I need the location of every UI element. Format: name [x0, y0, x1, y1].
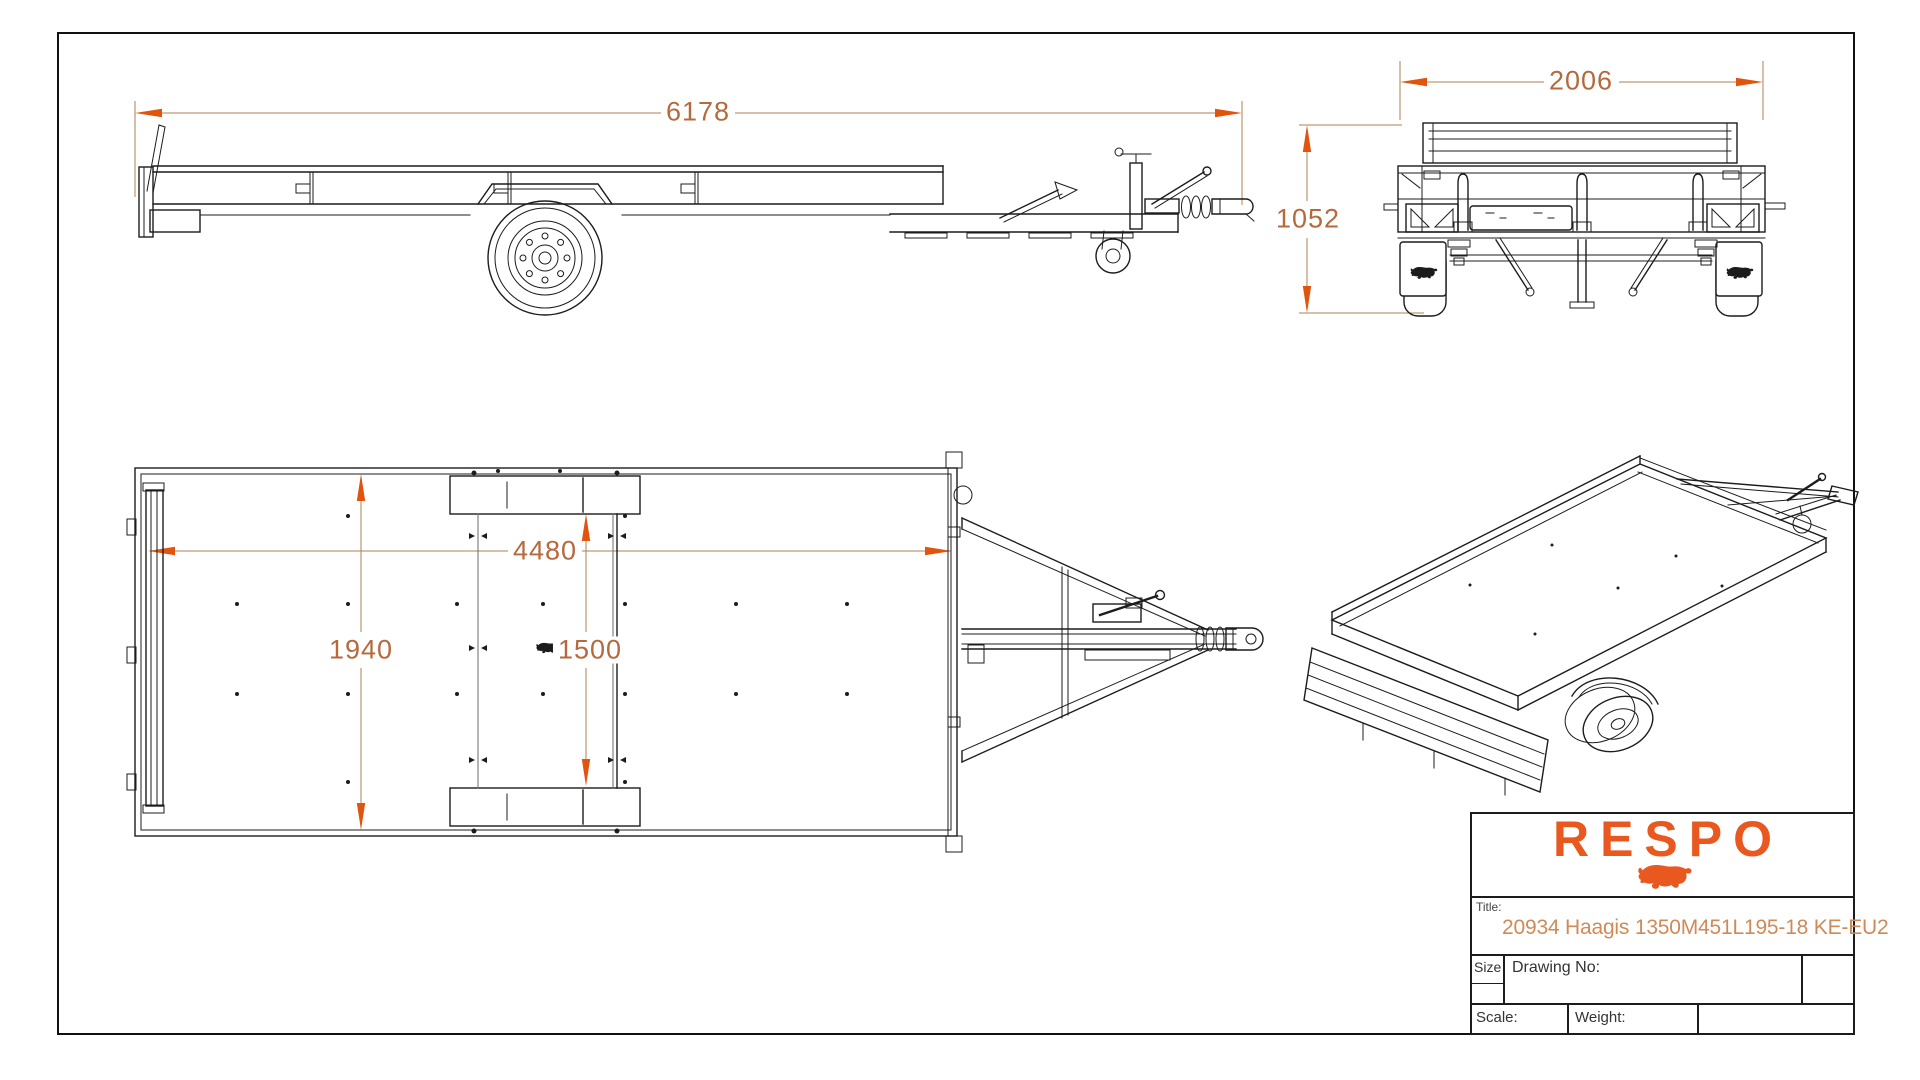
dimension-arrows	[135, 77, 1763, 830]
side-view	[138, 124, 1255, 316]
drawing-no-cell: Drawing No:	[1505, 956, 1803, 1003]
title-row: Title: 20934 Haagis 1350M451L195-18 KE-E…	[1472, 898, 1889, 956]
dimension-linework	[134, 61, 1764, 827]
scale-cell: Scale:	[1472, 1005, 1569, 1033]
top-view-fasteners	[235, 469, 849, 834]
title-block-mid-row: Size Drawing No:	[1472, 956, 1853, 1005]
dim-bed-inner-width: 1940	[323, 636, 399, 664]
revision-cell	[1803, 956, 1853, 1003]
bull-logo-icon	[1632, 863, 1694, 893]
size-cell: Size	[1472, 956, 1505, 1003]
title-block-bottom-row: Scale: Weight:	[1472, 1005, 1853, 1033]
title-block: RESPO Title: 20934 Haagis 1350M451L195-1…	[1470, 812, 1889, 1035]
dim-bed-inner-length: 4480	[507, 537, 583, 565]
drawing-title: 20934 Haagis 1350M451L195-18 KE-EU2	[1502, 915, 1889, 939]
isometric-deck-dots	[1468, 543, 1724, 636]
dim-overall-width: 2006	[1543, 67, 1619, 95]
respo-logo-text: RESPO	[1552, 811, 1784, 867]
dim-overall-height: 1052	[1270, 205, 1346, 233]
empty-cell	[1699, 1005, 1853, 1033]
top-view	[126, 451, 1264, 853]
weight-cell: Weight:	[1569, 1005, 1699, 1033]
rear-view	[1383, 122, 1786, 317]
logo: RESPO	[1472, 814, 1853, 898]
isometric-view	[1303, 455, 1859, 796]
dim-overall-length: 6178	[660, 98, 736, 126]
title-label: Title:	[1476, 900, 1502, 914]
dim-axle-marker: 1500	[552, 636, 628, 664]
